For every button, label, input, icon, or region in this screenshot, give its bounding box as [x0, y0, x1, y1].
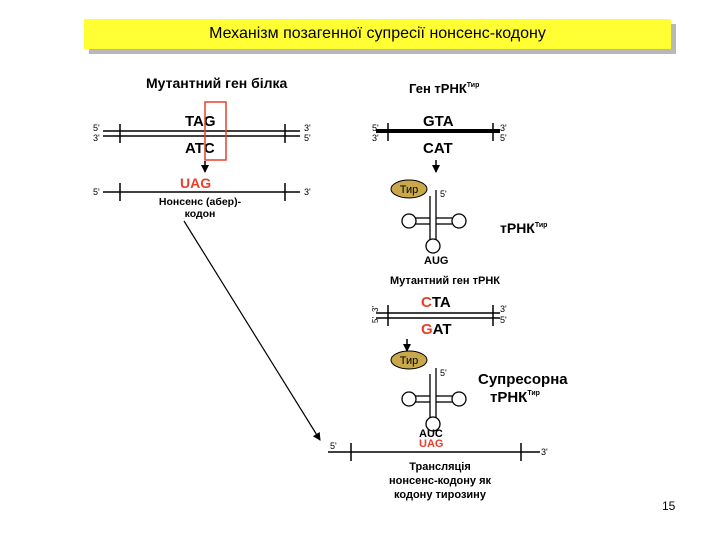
left-mrna-5prime: 5' [93, 187, 100, 197]
left-mrna-strand [103, 183, 300, 201]
left-dna-3prime-top: 3' [304, 123, 311, 133]
tyr-label-1: Тир [400, 184, 419, 196]
left-top-sequence: TAG [185, 113, 216, 130]
left-dna-duplex [103, 124, 300, 143]
left-gene-header: Мутантний ген білка [146, 75, 288, 91]
trna-gene-bottom-sequence: CAT [423, 140, 453, 157]
suppressor-label-line2: тРНКТир [490, 389, 540, 406]
translation-caption-line2: нонсенс-кодону як [389, 475, 492, 487]
translation-caption-line1: Трансляція [409, 461, 471, 473]
left-dna-5prime-bottom: 5' [304, 133, 311, 143]
diagonal-arrow [183, 220, 321, 441]
mutant-trna-gene-header: Мутантний ген тРНК [390, 275, 500, 287]
slide-title: Механізм позагенної супресії нонсенс-код… [84, 19, 671, 49]
tyr-label-2: Тир [400, 355, 419, 367]
bottom-mrna-3prime: 3' [541, 447, 548, 457]
anticodon-2: AUC [419, 428, 443, 440]
left-dna-5prime-top: 5' [93, 123, 100, 133]
trna-cloverleaf-2 [401, 368, 467, 432]
left-bottom-sequence: ATC [185, 140, 215, 157]
trna-gene-3prime-bottom: 3' [372, 133, 379, 143]
bottom-mrna-5prime: 5' [330, 441, 337, 451]
trna1-5prime: 5' [440, 189, 447, 199]
tyr-amino-acid-1 [390, 179, 428, 199]
trna-label: тРНКТир [500, 220, 547, 236]
page-number: 15 [662, 499, 676, 513]
mutant-top-sequence: CTA [421, 294, 451, 311]
left-mrna-codon: UAG [180, 175, 211, 191]
bottom-mrna-strand [328, 443, 540, 461]
trna-gene-duplex [376, 123, 500, 141]
trna2-5prime: 5' [440, 368, 447, 378]
left-dna-3prime-bottom: 3' [93, 133, 100, 143]
mutant-trna-duplex [376, 305, 500, 326]
mutant-duplex-5prime-right: 5' [500, 315, 507, 325]
mutant-duplex-3prime-right: 3' [500, 304, 507, 314]
trna-gene-top-sequence: GTA [423, 113, 454, 130]
trna-cloverleaf-1 [401, 190, 467, 254]
left-mrna-3prime: 3' [304, 187, 311, 197]
trna-gene-5prime-bottom: 5' [500, 133, 507, 143]
translation-caption-line3: кодону тирозину [394, 489, 487, 501]
trna-gene-3prime-top: 3' [500, 123, 507, 133]
mutation-highlight-box [204, 101, 227, 161]
mutant-duplex-5prime-left: 5' [371, 317, 380, 323]
suppressor-label-line1: Супресорна [478, 371, 568, 388]
nonsense-caption-line1: Нонсенс (абер)- [159, 196, 242, 208]
anticodon-1: AUG [424, 255, 448, 267]
codon-2: UAG [419, 438, 443, 450]
mutant-duplex-3prime-left: 3' [371, 306, 380, 312]
mutant-bottom-sequence: GAT [421, 321, 452, 338]
trna-gene-5prime-top: 5' [372, 123, 379, 133]
trna-gene-header: Ген тРНКТир [409, 81, 479, 96]
tyr-amino-acid-2 [390, 350, 428, 370]
nonsense-caption-line2: кодон [185, 208, 216, 220]
